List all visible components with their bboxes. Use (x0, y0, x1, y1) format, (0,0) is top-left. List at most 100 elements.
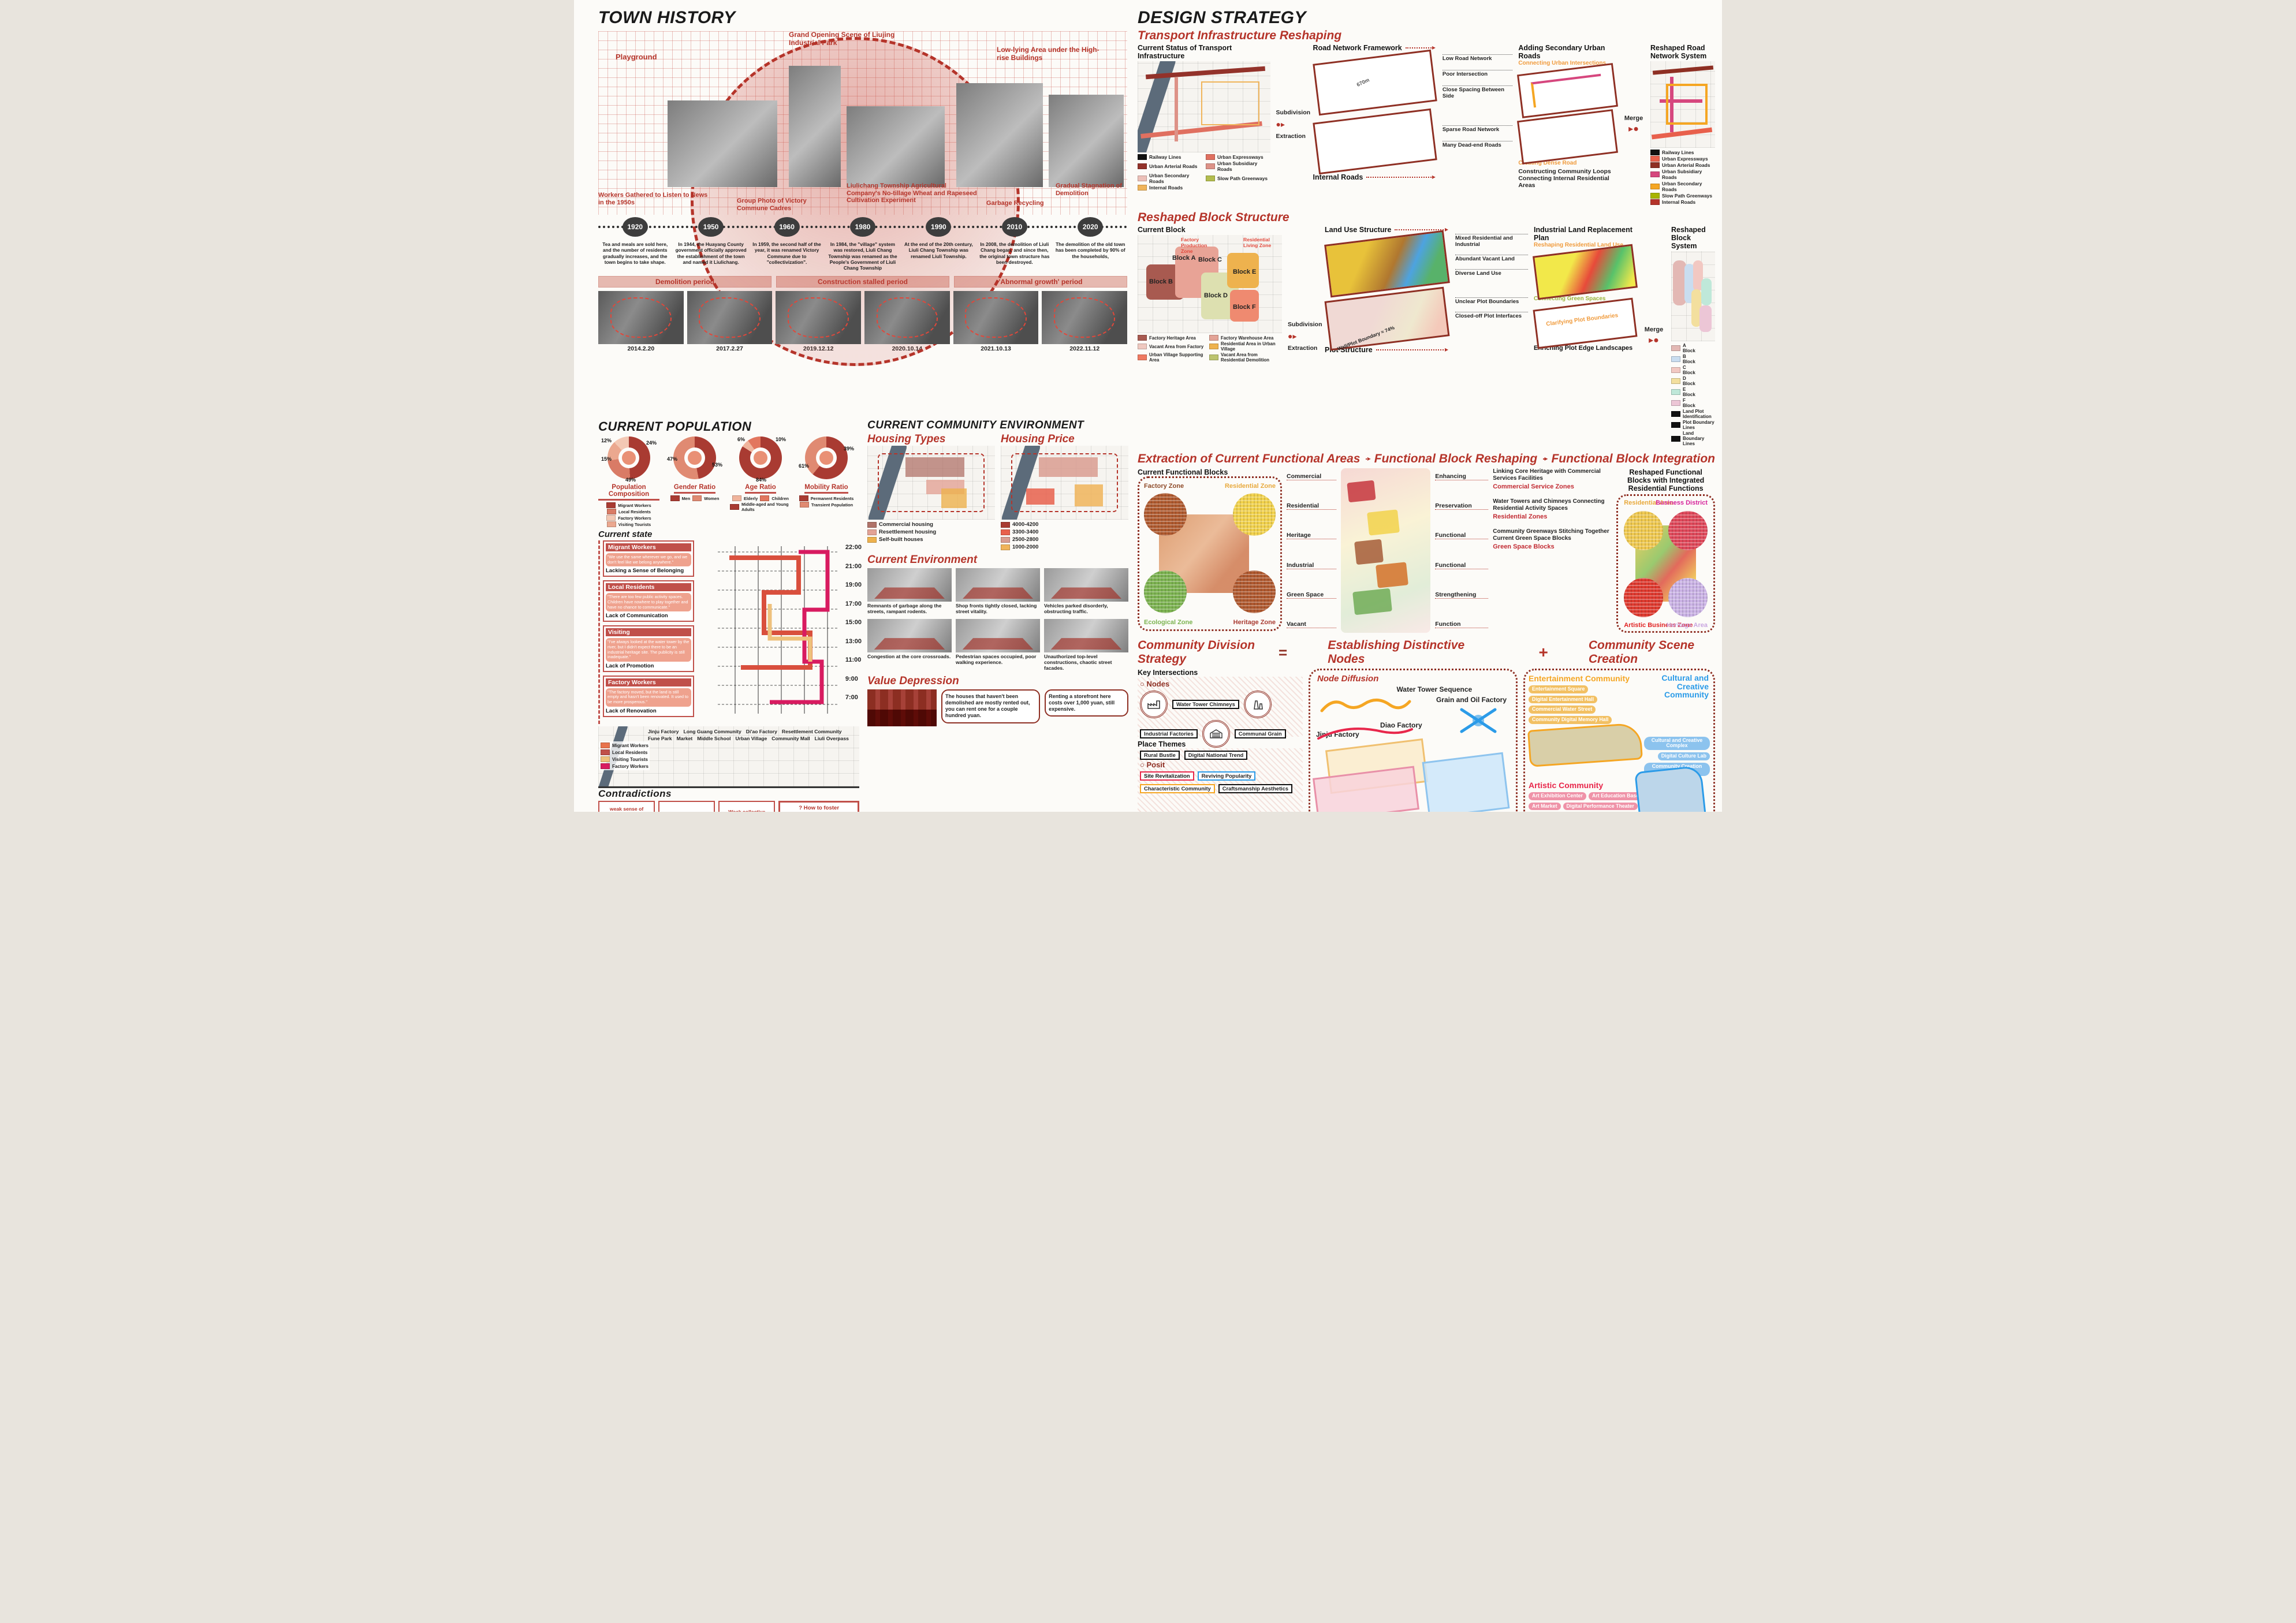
legend-label: Urban Secondary Roads (1149, 173, 1190, 184)
chart-name: Mobility Ratio (804, 484, 848, 494)
posit-label: ○ Posit (1140, 760, 1165, 769)
donut-gender-ratio (673, 436, 716, 479)
time-label: 7:00 (845, 694, 858, 702)
action-tag: Functional (1435, 532, 1489, 540)
legend-label: E Block (1683, 387, 1695, 397)
functional-h2: Functional Block Reshaping (1374, 452, 1538, 465)
industrial-layer (1376, 562, 1408, 588)
environment-photo-grid: Remnants of garbage along the streets, r… (867, 568, 1128, 671)
timeline-year-badge: 1950 (698, 217, 724, 237)
timeline-year-badge: 1920 (622, 217, 648, 237)
cultural-creative-community-title: Cultural and Creative Community (1661, 673, 1709, 700)
issue-label: Closed-off Plot Interfaces (1455, 312, 1528, 319)
transport-current-map (1138, 61, 1270, 152)
dotted-arrow (1543, 454, 1548, 462)
satellite-image (687, 290, 773, 344)
note-text: Water Towers and Chimneys Connecting Res… (1493, 498, 1605, 512)
legend-swatch (1209, 355, 1218, 360)
legend-label: Migrant Workers (612, 743, 648, 748)
persona-quote: "The factory moved, but the land is stil… (606, 688, 691, 707)
persona-name: Factory Workers (606, 678, 691, 686)
legend-label: Internal Roads (1149, 185, 1183, 191)
panel-header: Adding Secondary Urban Roads (1518, 44, 1605, 60)
caption-garbage: Garbage Recycling (986, 200, 1044, 207)
persona-card: Factory Workers "The factory moved, but … (603, 675, 694, 717)
contradiction-box: limited public spaces (658, 801, 715, 812)
legend-swatch (799, 502, 809, 508)
pct-label: 24% (646, 440, 657, 446)
scene-item-pill: Commercial Water Street (1529, 706, 1596, 714)
housing-patch-selfbuilt (941, 488, 967, 508)
legend-label: Visiting Tourists (612, 756, 648, 762)
timeline-year-badge: 2010 (1001, 217, 1027, 237)
chart-mobility-ratio: 39% 61% Mobility Ratio Permanent Residen… (796, 436, 857, 527)
legend-entry: E Block (1671, 387, 1699, 397)
issue-label: Mixed Residential and Industrial (1455, 234, 1528, 248)
environment-caption: Congestion at the core crossroads. (867, 653, 951, 659)
legend-entry: Urban Expressways (1650, 156, 1715, 162)
environment-photo (1044, 618, 1128, 652)
block-f-shape (1230, 290, 1259, 322)
legend-swatch (670, 495, 680, 502)
key-intersections-title: Key Intersections (1138, 669, 1198, 677)
panel-header: Road Network Framework (1313, 44, 1402, 52)
chart-name: Gender Ratio (673, 484, 716, 494)
factory-icon (1140, 691, 1168, 718)
legend-entry: Children (760, 495, 789, 502)
legend-swatch (1206, 163, 1215, 169)
scene-creation-panel: Entertainment Community Cultural and Cre… (1523, 669, 1715, 812)
internal-roads-header: Internal Roads (1313, 173, 1363, 181)
reshaped-road-map (1650, 61, 1715, 148)
legend-label: Men (681, 495, 691, 501)
history-photo-group (847, 106, 945, 187)
legend-entry: Local Residents (607, 509, 651, 515)
issue-label: Sparse Road Network (1442, 125, 1513, 133)
jinju-curve (1317, 727, 1413, 740)
equals-symbol: = (1279, 643, 1288, 661)
legend-swatch (601, 763, 610, 770)
legend-label: Commercial housing (879, 521, 933, 528)
legend-entry: C Block (1671, 365, 1699, 375)
dotted-arrow (1366, 173, 1435, 181)
current-block-panel: Current Block Block A Block B Block C Bl… (1138, 226, 1282, 446)
key-intersections-box: ○ Nodes Water Tower Chimneys Industrial … (1138, 677, 1303, 748)
legend-swatch (1001, 529, 1010, 535)
legend-entry: Urban Subsidiary Roads (1206, 161, 1269, 172)
distance-label: 670m (1355, 76, 1370, 88)
time-label: 9:00 (845, 675, 858, 682)
residential-area-label: Residential Area (1624, 499, 1674, 506)
theme-digital-trend: Digital National Trend (1184, 751, 1248, 760)
legend-entry: Land Plot Identification (1671, 409, 1715, 419)
scene-item-pill: Entertainment Square (1529, 685, 1589, 693)
housing-patch-commercial (905, 457, 964, 477)
action-tag: Strengthening (1435, 591, 1489, 599)
nodes-label: ○ Nodes (1140, 680, 1170, 688)
scene-creation-title: Community Scene Creation (1588, 639, 1695, 666)
legend-swatch (606, 515, 616, 521)
persona-name: Migrant Workers (606, 543, 691, 552)
legend-swatch (1206, 154, 1215, 160)
legend-entry: Urban Arterial Roads (1138, 161, 1201, 172)
contradictions-title: Contradictions (598, 788, 672, 800)
map-place-label: Urban Village (735, 736, 767, 742)
satellite-tile: 2022.11.12 (1042, 290, 1128, 352)
subsidiary-road-shape (1175, 77, 1179, 142)
legend-swatch (1138, 335, 1147, 341)
pct-label: 15% (601, 456, 612, 462)
legend-label: Residential Area in Urban Village (1221, 341, 1276, 352)
action-tag: Function (1435, 621, 1489, 628)
legend-entry: Urban Secondary Roads (1650, 181, 1715, 192)
integration-panel: Reshaped Functional Blocks with Integrat… (1616, 468, 1715, 633)
chart-name: Age Ratio (745, 484, 776, 494)
d-block-shape (1691, 289, 1701, 327)
block-structure-title: Reshaped Block Structure (1138, 211, 1289, 224)
legend-label: Women (704, 495, 720, 501)
persona-issue: Lack of Communication (606, 613, 668, 620)
theme-reviving-popularity: Reviving Popularity (1197, 771, 1256, 781)
legend-swatch (1138, 344, 1147, 349)
legend-entry: Railway Lines (1138, 154, 1201, 160)
